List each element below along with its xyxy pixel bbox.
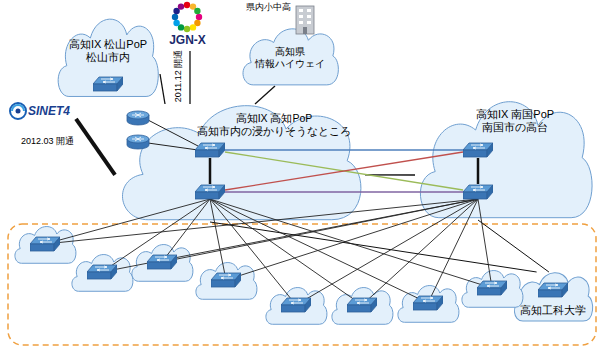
access-lines: [45, 199, 492, 305]
link-line: [210, 222, 537, 272]
node-text: SINET4: [28, 104, 76, 118]
link-label: 2011.12 開通: [174, 49, 184, 103]
jgnx-logo-node: JGN-X: [150, 2, 225, 51]
highway-cloud: 県内小中高高知県 情報ハイウェイ: [240, 2, 340, 86]
node-text: 高知IX 松山PoP 松山市内: [63, 38, 153, 64]
link-line: [478, 220, 549, 272]
backbone-lines: [148, 120, 478, 192]
node-text: 県内小中高: [246, 2, 298, 13]
jgnx-logo: [172, 2, 202, 32]
school-building: [296, 6, 314, 34]
pop-cloud: 高知IX 高知PoP 高知市内の浸かりそうなところ: [115, 104, 365, 222]
sinet-logo: [10, 103, 26, 119]
link-line: [255, 86, 275, 104]
link-line: [160, 74, 165, 104]
node-text: 高知県 情報ハイウェイ: [252, 46, 328, 70]
sinet-logo-node: SINET4: [8, 98, 76, 124]
node-text: 高知IX 南国PoP 南国市の高台: [450, 108, 580, 134]
pop-cloud: 高知IX 松山PoP 松山市内: [55, 18, 160, 98]
link-label: 2012.03 開通: [20, 137, 75, 147]
node-text: JGN-X: [150, 33, 225, 47]
router-icons: [127, 111, 149, 149]
link-line: [76, 119, 115, 175]
switch-icons: [30, 77, 568, 312]
member-clouds: [15, 227, 523, 325]
node-text: 高知工科大学: [516, 304, 590, 317]
link-line: [365, 174, 415, 175]
campus-region: [8, 224, 596, 345]
pop-cloud: 高知IX 南国PoP 南国市の高台: [415, 100, 595, 220]
member-cloud: 高知工科大学: [512, 272, 594, 322]
link-line: [189, 51, 190, 104]
node-text: 高知IX 高知PoP 高知市内の浸かりそうなところ: [197, 112, 351, 137]
